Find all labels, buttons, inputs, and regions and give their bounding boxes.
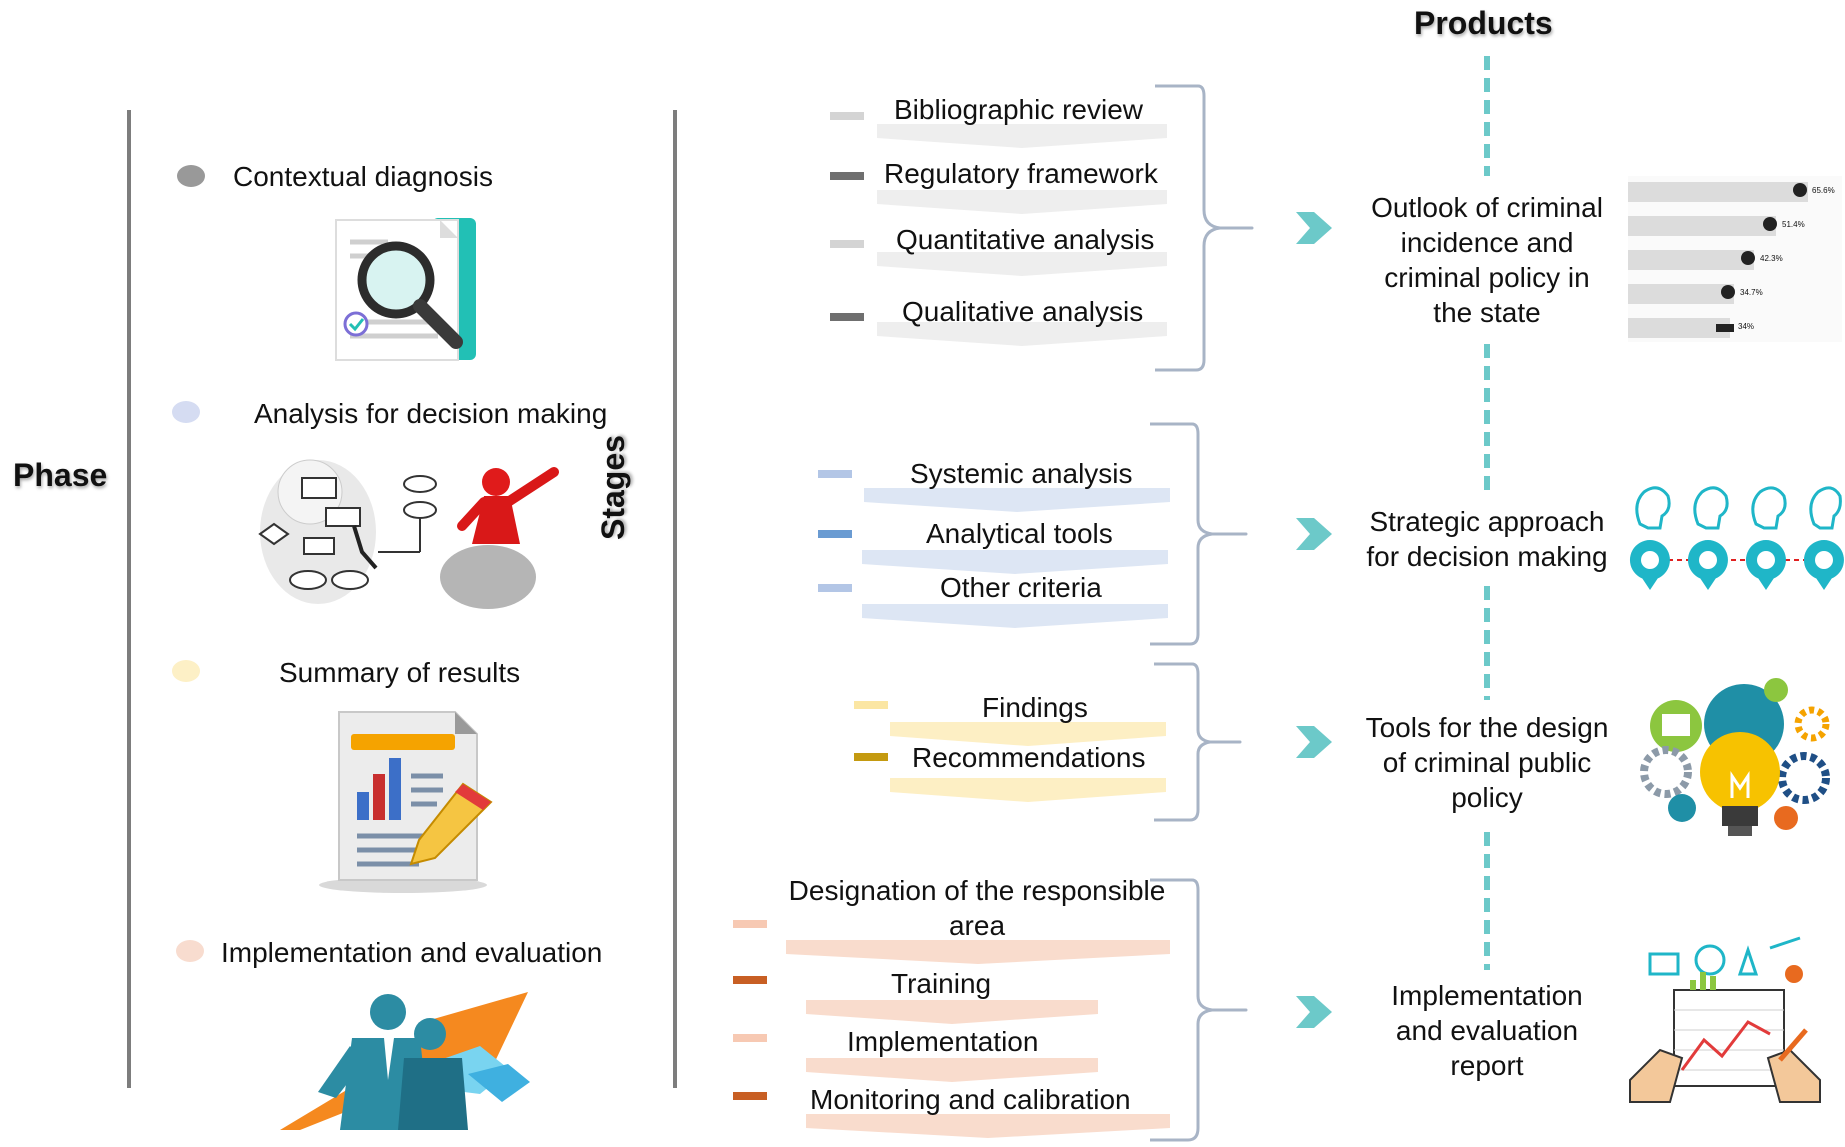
phase-dot-4 [176,940,204,962]
phase-label-analysis: Analysis for decision making [254,398,608,429]
stage-marker-1-1 [830,112,864,120]
crime-statistics-infographic-icon: 65.6% 51.4% 42.3% 34.7% 34% [1628,176,1842,342]
stage-marker-4-3 [733,1034,767,1042]
stage-band-2-2 [862,550,1168,574]
stage-marker-2-2 [818,530,852,538]
stage-label: Analytical tools [926,518,1113,549]
phase-label-contextual-diagnosis: Contextual diagnosis [233,161,493,192]
arrow-to-product-1 [1296,212,1332,244]
stage-band-4-4 [806,1114,1170,1138]
stat-label-2: 51.4% [1782,220,1805,229]
arrow-to-product-4 [1296,996,1332,1028]
product-implementation-report: Implementation and evaluation report [1391,980,1583,1081]
stage-marker-3-1 [854,701,888,709]
phase-label-summary: Summary of results [279,657,521,688]
product-policy-design-tools: Tools for the design of criminal public … [1365,712,1609,813]
phase-label-implementation: Implementation and evaluation [221,937,603,968]
bracket-group-2 [1150,422,1248,646]
stat-label-4: 34.7% [1740,288,1763,297]
flowchart-figure-icon [258,459,559,609]
stages-divider [673,110,677,1088]
stage-band-1-4 [877,322,1167,346]
stage-marker-1-2 [830,172,864,180]
stage-band-1-1 [877,124,1167,148]
stat-label-3: 42.3% [1760,254,1783,263]
phase-divider [127,110,131,1088]
magnifier-document-icon [335,218,476,361]
stage-label: Designation of the responsible area [788,875,1166,941]
arrow-to-product-3 [1296,726,1332,758]
stage-label: Recommendations [912,742,1146,773]
bracket-group-1 [1155,84,1254,372]
phase-dot-2 [172,401,200,423]
stat-label-5: 34% [1738,322,1755,331]
stage-band-3-1 [890,722,1166,746]
phase-heading: Phase [13,457,108,493]
product-strategic-approach: Strategic approach for decision making [1366,506,1608,572]
stage-band-2-3 [862,604,1168,628]
stage-label: Training [891,968,992,999]
product-outlook-criminal-incidence: Outlook of criminal incidence and crimin… [1371,192,1603,328]
products-heading: Products [1414,5,1553,41]
stage-label: Monitoring and calibration [810,1084,1131,1115]
bracket-group-4 [1150,878,1248,1142]
stage-marker-4-1 [733,920,767,928]
stage-label: Other criteria [940,572,1102,603]
stage-marker-2-1 [818,470,852,478]
report-chart-pencil-icon [319,711,493,893]
stage-marker-1-4 [830,313,864,321]
stage-marker-3-2 [854,753,888,761]
stage-label: Qualitative analysis [902,296,1144,327]
arrow-to-product-2 [1296,518,1332,550]
stage-band-2-1 [864,488,1170,512]
stat-label-1: 65.6% [1812,186,1835,195]
strategy-roadmap-pins-icon [1629,486,1844,590]
stage-band-4-3 [806,1058,1098,1082]
stage-marker-1-3 [830,240,864,248]
stage-band-1-3 [877,252,1167,276]
stage-label: Findings [982,692,1088,723]
stage-marker-2-3 [818,584,852,592]
stage-band-4-1 [786,940,1170,964]
phase-dot-3 [172,660,200,682]
stage-label: Quantitative analysis [896,224,1155,255]
lightbulb-gears-icon [1640,678,1830,836]
stage-band-3-2 [890,778,1166,802]
stage-label: Systemic analysis [910,458,1133,489]
bracket-group-3 [1154,662,1242,822]
stage-band-4-2 [806,1000,1098,1024]
stage-label: Bibliographic review [894,94,1144,125]
business-people-arrow-icon [280,992,530,1130]
stage-marker-4-2 [733,976,767,984]
stage-label: Regulatory framework [884,158,1158,189]
stage-band-1-2 [877,190,1167,214]
phase-dot-1 [177,165,205,187]
hands-drawing-report-icon [1629,936,1821,1103]
stage-label: Implementation [847,1026,1039,1057]
stage-marker-4-4 [733,1092,767,1100]
